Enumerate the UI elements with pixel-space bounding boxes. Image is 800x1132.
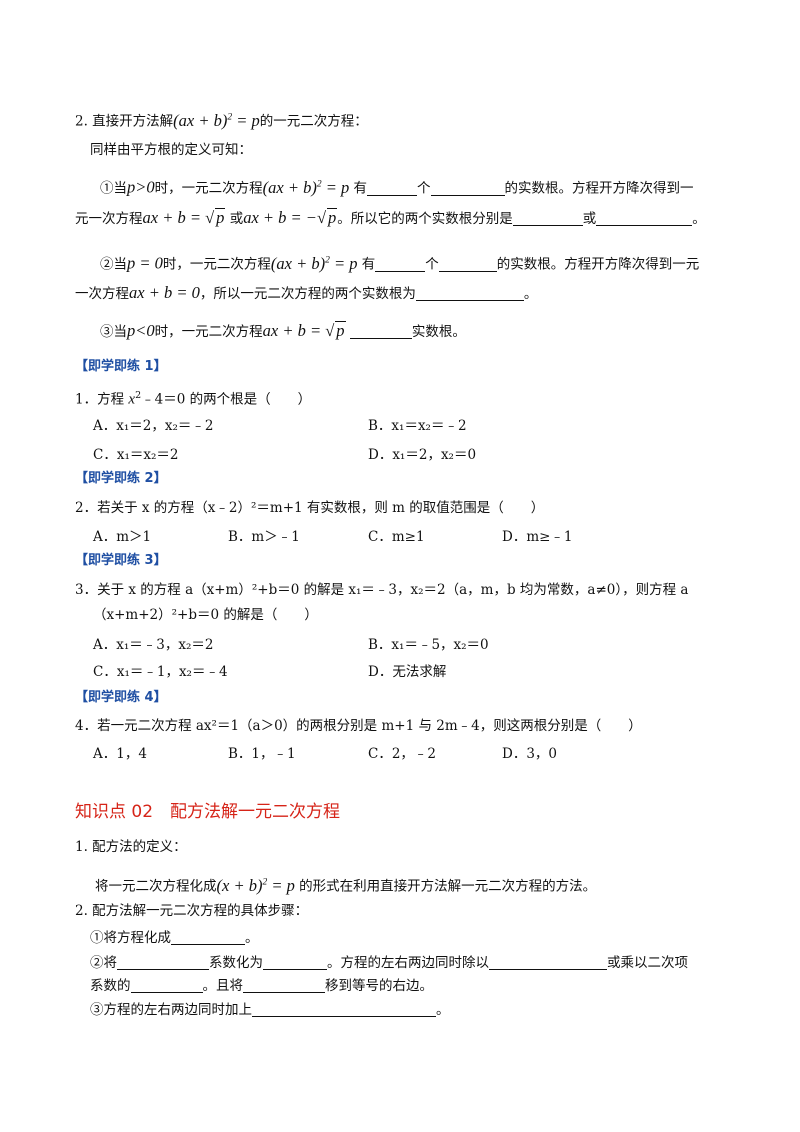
blank[interactable] — [171, 930, 245, 945]
blank[interactable] — [430, 181, 505, 196]
steps-title: 2. 配方法解一元二次方程的具体步骤： — [75, 903, 309, 919]
definition-line: 将一元二次方程化成(x + b)2 = p 的形式在利用直接开方法解一元二次方程… — [95, 875, 597, 895]
option-d[interactable]: D．无法求解 — [368, 664, 447, 680]
step2-line1: ②将系数化为。方程的左右两边同时除以或乘以二次项 — [90, 955, 688, 971]
blank[interactable] — [596, 211, 693, 226]
question-stem: 4．若一元二次方程 ax²＝1（a＞0）的两根分别是 m+1 与 2m﹣4，则这… — [75, 718, 642, 734]
equation: (ax + b)2 = p — [173, 110, 260, 130]
case1-line2: 元一次方程ax + b = √p 或ax + b = −√p。所以它的两个实数根… — [75, 208, 706, 227]
item2-line: 2. 直接开方法解(ax + b)2 = p的一元二次方程： — [75, 110, 368, 130]
step3: ③方程的左右两边同时加上。 — [90, 1002, 450, 1018]
case2-line2: 一次方程ax + b = 0，所以一元二次方程的两个实数根为。 — [75, 283, 538, 303]
blank[interactable] — [252, 1002, 436, 1017]
blank[interactable] — [130, 978, 203, 993]
option-c[interactable]: C．m≥1 — [368, 529, 425, 545]
option-d[interactable]: D．x₁＝2，x₂＝0 — [368, 447, 477, 463]
option-c[interactable]: C．2，﹣2 — [368, 746, 437, 762]
practice-tag: 【即学即练 1】 — [75, 359, 167, 374]
option-d[interactable]: D．3，0 — [502, 746, 558, 762]
option-a[interactable]: A．x₁＝2，x₂＝﹣2 — [93, 418, 214, 434]
blank[interactable] — [117, 955, 209, 970]
blank[interactable] — [438, 257, 497, 272]
option-a[interactable]: A．1，4 — [93, 746, 147, 762]
intro-line: 同样由平方根的定义可知： — [90, 142, 252, 158]
blank[interactable] — [415, 286, 524, 301]
question-stem: 2．若关于 x 的方程（x﹣2）²＝m+1 有实数根，则 m 的取值范围是（ ） — [75, 500, 545, 516]
case2-line1: ②当p = 0时，一元二次方程(ax + b)2 = p 有个的实数根。方程开方… — [100, 253, 700, 273]
case1-line1: ①当p>0时，一元二次方程(ax + b)2 = p 有个的实数根。方程开方降次… — [100, 177, 694, 197]
question-stem: 1．方程 x2﹣4＝0 的两个根是（ ） — [75, 390, 312, 408]
blank[interactable] — [367, 181, 418, 196]
option-a[interactable]: A．x₁＝﹣3，x₂＝2 — [93, 637, 214, 653]
case3-line: ③当p<0时，一元二次方程ax + b = √p 实数根。 — [100, 321, 466, 340]
definition-title: 1. 配方法的定义： — [75, 839, 187, 855]
practice-tag: 【即学即练 4】 — [75, 690, 167, 705]
blank[interactable] — [349, 324, 412, 339]
option-a[interactable]: A．m＞1 — [93, 529, 152, 545]
blank[interactable] — [263, 955, 327, 970]
section-heading: 知识点 02 配方法解一元二次方程 — [75, 802, 341, 822]
option-b[interactable]: B．x₁＝x₂＝﹣2 — [368, 418, 467, 434]
option-b[interactable]: B．x₁＝﹣5，x₂＝0 — [368, 637, 489, 653]
option-b[interactable]: B．m＞﹣1 — [228, 529, 300, 545]
step2-line2: 系数的。且将移到等号的右边。 — [90, 978, 433, 994]
blank[interactable] — [512, 211, 583, 226]
question-stem: （x+m+2）²+b＝0 的解是（ ） — [93, 607, 318, 623]
option-c[interactable]: C．x₁＝﹣1，x₂＝﹣4 — [93, 664, 228, 680]
question-stem: 3．关于 x 的方程 a（x+m）²+b＝0 的解是 x₁＝﹣3，x₂＝2（a，… — [75, 582, 689, 598]
practice-tag: 【即学即练 3】 — [75, 553, 167, 568]
blank[interactable] — [243, 978, 325, 993]
option-b[interactable]: B．1，﹣1 — [228, 746, 296, 762]
option-c[interactable]: C．x₁＝x₂＝2 — [93, 447, 179, 463]
blank[interactable] — [375, 257, 426, 272]
step1: ①将方程化成。 — [90, 930, 259, 946]
practice-tag: 【即学即练 2】 — [75, 471, 167, 486]
blank[interactable] — [489, 955, 607, 970]
option-d[interactable]: D．m≥﹣1 — [502, 529, 573, 545]
